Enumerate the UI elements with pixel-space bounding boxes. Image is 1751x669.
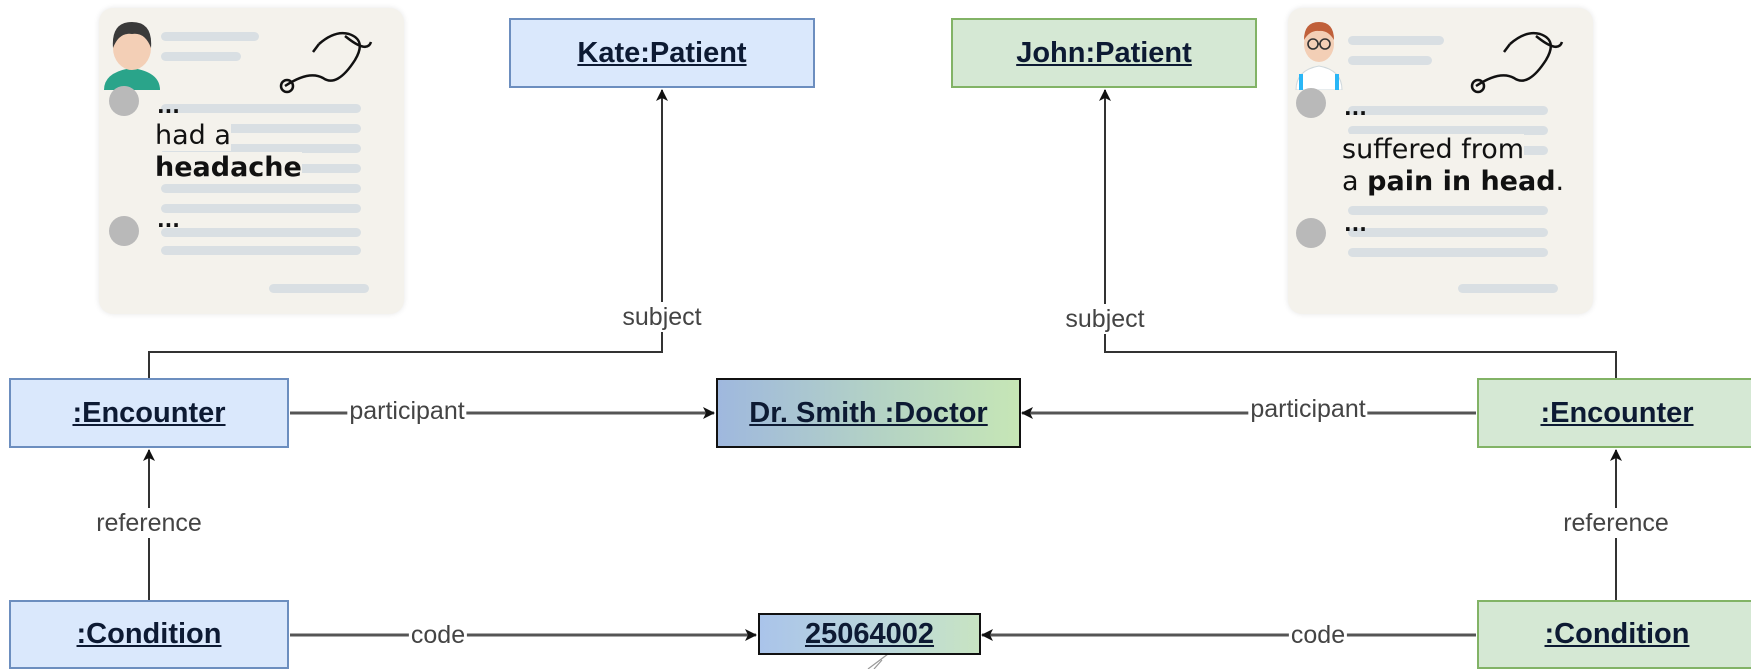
note-left-text-1: had a: [155, 120, 231, 151]
note-left-ellipsis-1: ...: [157, 94, 180, 118]
annotation-stroke: [867, 653, 889, 669]
note-left-ellipsis-2: ...: [157, 208, 180, 232]
edge-label-subject-left: subject: [620, 302, 704, 332]
note-right-suffix: .: [1555, 166, 1565, 197]
note-right-prefix: a: [1342, 166, 1368, 197]
person-avatar-icon: [101, 16, 163, 95]
note-right-text-1: suffered from: [1342, 134, 1525, 165]
node-code-value[interactable]: 25064002: [758, 613, 981, 655]
edge-subject-right: [1099, 89, 1617, 380]
note-right-highlight: pain in head: [1367, 166, 1556, 197]
edge-label-reference-left: reference: [94, 508, 204, 538]
edge-label-participant-right: participant: [1248, 394, 1368, 424]
edge-label-code-left: code: [408, 620, 468, 650]
stethoscope-icon: [1470, 30, 1570, 105]
note-right-text-2: a pain in head.: [1342, 166, 1565, 197]
edge-label-participant-left: participant: [347, 396, 467, 426]
edge-label-reference-right: reference: [1561, 508, 1671, 538]
edge-label-subject-right: subject: [1063, 304, 1147, 334]
note-right-ellipsis-1: ...: [1344, 96, 1367, 120]
note-right-ellipsis-2: ...: [1344, 212, 1367, 236]
node-encounter-left[interactable]: :Encounter: [9, 378, 289, 448]
clinical-note-left: ... had a headache ...: [99, 8, 404, 314]
node-condition-left[interactable]: :Condition: [9, 600, 289, 669]
stethoscope-icon: [279, 30, 379, 105]
node-doctor[interactable]: Dr. Smith :Doctor: [716, 378, 1021, 448]
node-john-patient[interactable]: John:Patient: [951, 18, 1257, 88]
note-left-highlight: headache: [155, 152, 302, 183]
node-condition-right[interactable]: :Condition: [1477, 600, 1751, 669]
node-encounter-right[interactable]: :Encounter: [1477, 378, 1751, 448]
edge-label-code-right: code: [1288, 620, 1348, 650]
edge-subject-left: [148, 89, 668, 380]
doctor-avatar-icon: [1294, 14, 1344, 95]
note-left-text-2: headache: [155, 152, 302, 183]
clinical-note-right: ... suffered from a pain in head. ...: [1288, 8, 1593, 314]
node-kate-patient[interactable]: Kate:Patient: [509, 18, 815, 88]
